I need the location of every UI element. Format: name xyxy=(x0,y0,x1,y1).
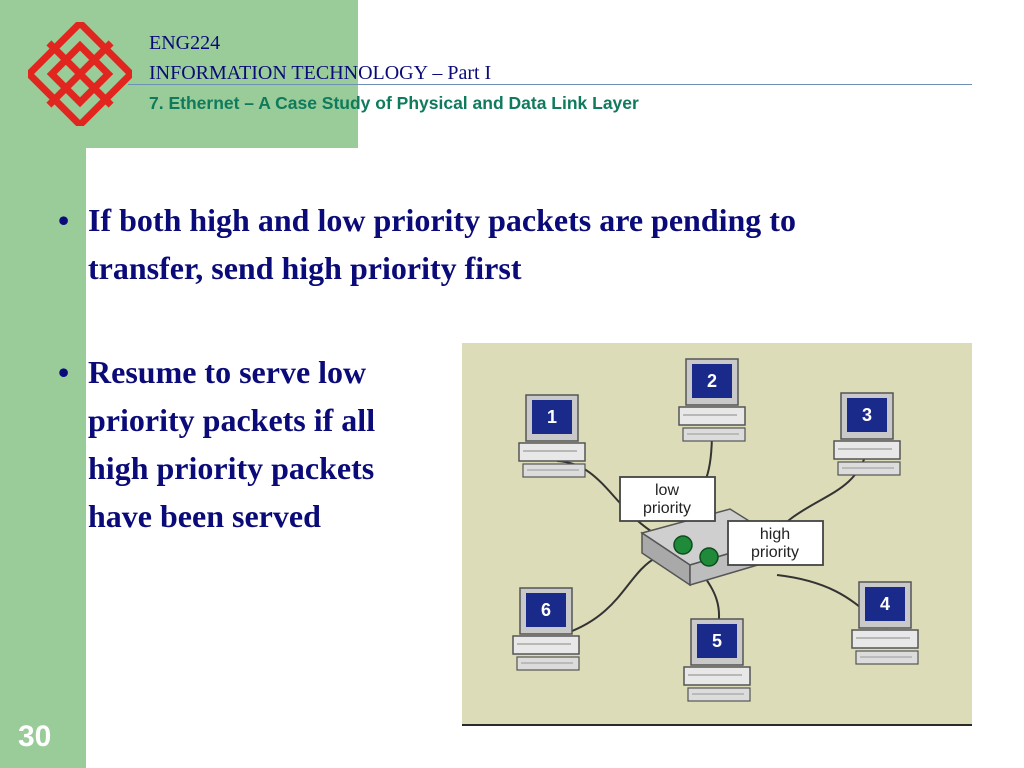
bullet-text: If both high and low priority packets ar… xyxy=(88,202,796,286)
computer-5-number: 5 xyxy=(712,631,722,651)
network-diagram: low priority high priority 1 2 3 4 5 xyxy=(512,358,919,702)
figure-bottom-border xyxy=(462,724,972,726)
bullet-marker: • xyxy=(58,354,70,390)
bullet-resume-low-priority: • Resume to serve low priority packets i… xyxy=(58,348,403,540)
computer-2-number: 2 xyxy=(707,371,717,391)
left-green-strip xyxy=(0,0,86,768)
high-priority-label: high priority xyxy=(727,520,824,566)
computer-1-number: 1 xyxy=(547,407,557,427)
page-number: 30 xyxy=(18,720,52,753)
computer-4: 4 xyxy=(851,581,919,665)
university-logo-icon xyxy=(28,22,132,126)
computer-6-number: 6 xyxy=(541,600,551,620)
priority-network-figure: low priority high priority 1 2 3 4 5 xyxy=(462,343,972,725)
low-priority-label: low priority xyxy=(619,476,716,522)
computer-3: 3 xyxy=(833,392,901,476)
computer-1: 1 xyxy=(518,394,586,478)
high-label-line1: high xyxy=(760,526,790,543)
computer-2: 2 xyxy=(678,358,746,442)
low-priority-led xyxy=(673,535,693,555)
chapter-title: 7. Ethernet – A Case Study of Physical a… xyxy=(149,93,639,113)
high-label-line2: priority xyxy=(751,544,799,561)
header-rule xyxy=(128,84,972,85)
bullet-text: Resume to serve low priority packets if … xyxy=(88,354,376,534)
course-name: INFORMATION TECHNOLOGY – Part I xyxy=(149,62,492,84)
low-label-line1: low xyxy=(655,482,679,499)
low-label-line2: priority xyxy=(643,500,691,517)
computer-6: 6 xyxy=(512,587,580,671)
computer-5: 5 xyxy=(683,618,751,702)
computer-4-number: 4 xyxy=(880,594,890,614)
bullet-marker: • xyxy=(58,202,70,238)
high-priority-led xyxy=(699,547,719,567)
course-code: ENG224 xyxy=(149,32,221,54)
computer-3-number: 3 xyxy=(862,405,872,425)
bullet-high-priority-first: • If both high and low priority packets … xyxy=(58,196,858,292)
